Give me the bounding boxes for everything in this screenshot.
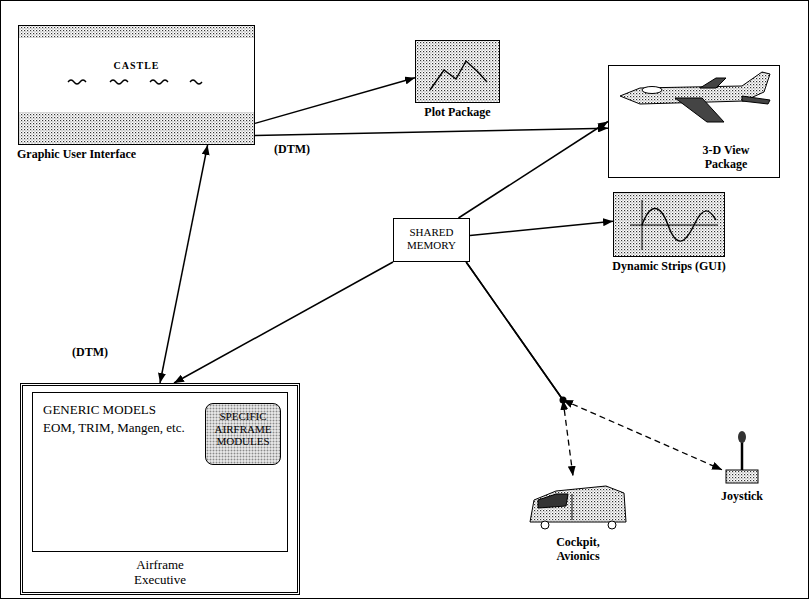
generic-models-box: SPECIFIC AIRFRAME MODULES GENERIC MODELS E… [32,392,288,552]
connector [470,221,613,235]
connector-line [174,262,393,383]
connector [255,128,608,135]
box-label: SHARED MEMORY [397,226,466,251]
dashed-connector [563,400,722,470]
connector [255,78,415,124]
cockpit-icon: Cockpit, Avionics [528,476,628,532]
edge-label: (DTM) [272,142,312,157]
edge-label: (DTM) [70,345,110,360]
joystick-base [726,470,758,483]
plot-box: Plot Package [415,40,500,103]
text-squiggles [68,80,202,84]
connector-line [466,262,563,400]
caption-label: Graphic User Interface [17,148,136,162]
connector-line [466,262,563,400]
squiggle [110,80,128,84]
box-label: 3-D View Package [699,144,753,172]
cockpit-wheel [608,521,616,529]
plot-curve [430,61,487,90]
joystick-stick [741,441,744,470]
connector-line [160,145,208,383]
window-bottom-band [19,112,254,144]
strips-box: Dynamic Strips (GUI) [613,192,725,257]
connector [160,145,208,383]
view-box: 3-D View Package [608,65,780,178]
connector [458,122,608,219]
caption-label: Dynamic Strips (GUI) [612,260,725,274]
plot-screen [415,40,500,103]
caption-label: Joystick [721,490,763,504]
executive-box: SPECIFIC AIRFRAME MODULES GENERIC MODELS E… [20,383,300,595]
squiggle [150,80,168,84]
memory-box: SHARED MEMORY [393,218,470,262]
cockpit-wheel [541,521,549,529]
connector [174,262,393,383]
joystick-knob [738,431,746,443]
squiggle [68,80,86,84]
strip-wave [642,209,716,242]
connector-line [255,78,415,124]
connector [466,262,573,476]
airplane-picture [620,72,770,122]
connector-line [255,128,608,135]
dashed-connector [563,400,573,476]
far-wing [700,78,726,88]
caption-label: Cockpit, Avionics [538,536,618,564]
tailplane [742,96,770,104]
connector-line [470,221,613,235]
squiggle [190,80,202,84]
caption-label: Plot Package [424,106,490,120]
gui-window: CASTLEGraphic User Interface [18,25,255,145]
wing [675,98,724,122]
cockpit-panel-line [572,494,573,520]
joystick-icon: Joystick [722,428,762,486]
window-title: CASTLE [19,60,254,72]
box-label: SPECIFIC AIRFRAME MODULES [209,410,277,448]
connector-line [458,122,608,219]
cockpit-body [530,486,626,522]
cockpit-picture [530,486,626,529]
connector [466,262,722,470]
box-heading: GENERIC MODELS [43,403,198,418]
specific-modules-box: SPECIFIC AIRFRAME MODULES [205,403,281,465]
canopy [642,87,662,94]
window-title-bar [19,26,254,38]
box-body: EOM, TRIM, Mangen, etc. [43,421,198,436]
strip-screen [613,192,725,257]
cockpit-window [538,494,568,508]
box-label: Airframe Executive [115,558,205,588]
strip-axis [630,225,718,226]
